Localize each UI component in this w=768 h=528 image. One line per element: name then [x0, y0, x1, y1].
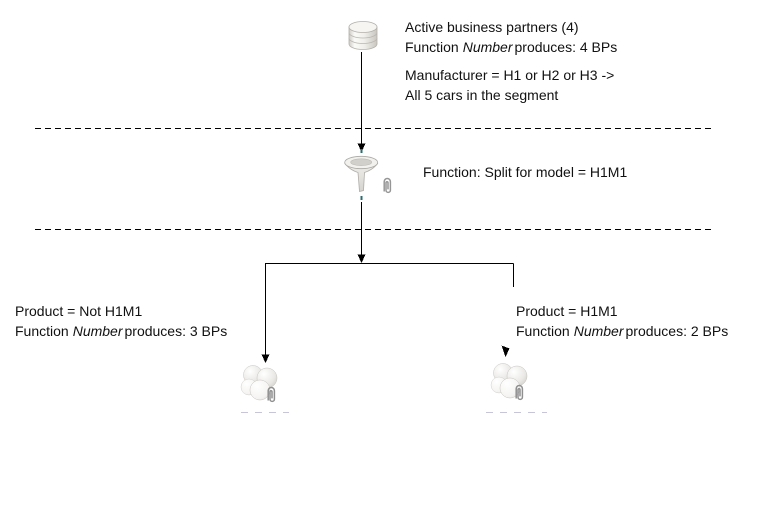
function-word: Function: [15, 323, 69, 339]
paperclip-icon[interactable]: [513, 383, 526, 404]
funnel-icon[interactable]: [343, 154, 381, 198]
function-name: Number: [72, 323, 123, 339]
source-condition-note: Manufacturer = H1 or H2 or H3 -> All 5 c…: [405, 65, 614, 105]
arrowhead-right-branch: [501, 345, 510, 357]
business-partner-group-icon[interactable]: [490, 362, 532, 400]
arrowhead-left-branch: [261, 354, 270, 363]
filter-node-label: Function: Split for model = H1M1: [423, 164, 628, 180]
anchor-mark-top: [360, 149, 363, 153]
function-result: produces: 4 BPs: [514, 39, 618, 55]
arrowhead-source-to-filter: [357, 143, 366, 152]
right-branch-title: Product = H1M1: [516, 303, 618, 319]
function-result: produces: 2 BPs: [625, 323, 729, 339]
function-word: Function: [405, 39, 459, 55]
condition-line-2: All 5 cars in the segment: [405, 87, 559, 103]
paperclip-icon[interactable]: [265, 385, 278, 406]
paperclip-icon[interactable]: [381, 176, 394, 197]
function-word: Function: [516, 323, 570, 339]
arrowhead-filter-to-branch: [357, 254, 366, 263]
function-result: produces: 3 BPs: [124, 323, 228, 339]
condition-line-1: Manufacturer = H1 or H2 or H3 ->: [405, 67, 615, 83]
function-name: Number: [573, 323, 624, 339]
left-branch-title: Product = Not H1M1: [15, 303, 143, 319]
business-partner-group-icon[interactable]: [240, 364, 282, 402]
source-title: Active business partners (4): [405, 19, 579, 35]
function-name: Number: [462, 39, 513, 55]
database-icon[interactable]: [348, 20, 378, 52]
anchor-mark-bottom: [360, 196, 363, 200]
